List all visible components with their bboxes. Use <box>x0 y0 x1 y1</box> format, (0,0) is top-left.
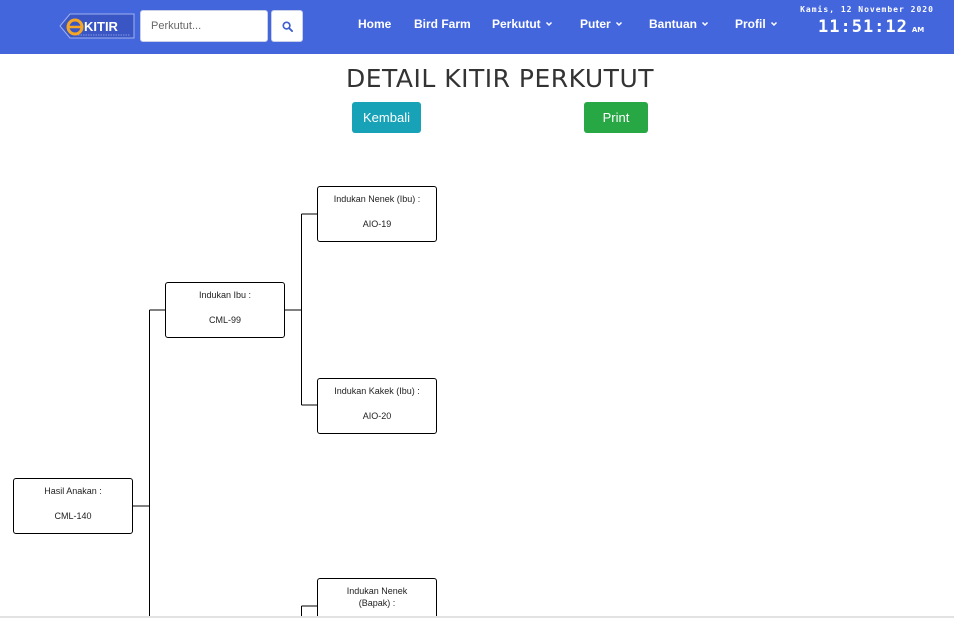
node-maternal-grandfather-label: Indukan Kakek (Ibu) : <box>334 386 420 396</box>
node-maternal-grandfather: Indukan Kakek (Ibu) : AIO-20 <box>317 378 437 434</box>
node-maternal-grandfather-value: AIO-20 <box>362 411 392 421</box>
back-button[interactable]: Kembali <box>352 102 421 133</box>
nav-puter-label: Puter <box>580 17 611 31</box>
logo-text: KITIR <box>84 19 119 34</box>
node-child-label: Hasil Anakan : <box>44 486 102 496</box>
node-maternal-grandmother-label: Indukan Nenek (Ibu) : <box>333 194 421 204</box>
nav-bantuan[interactable]: Bantuan <box>649 16 709 32</box>
search-button[interactable] <box>271 10 303 42</box>
search-icon <box>281 20 293 32</box>
node-paternal-grandmother-label: Indukan Nenek (Bapak) : <box>346 586 408 608</box>
search-input[interactable] <box>140 10 268 42</box>
clock: 11:51:12 AM <box>818 17 924 37</box>
node-child: Hasil Anakan : CML-140 <box>13 478 133 534</box>
nav-profil[interactable]: Profil <box>735 16 778 32</box>
logo[interactable]: KITIR <box>56 10 136 42</box>
nav-home[interactable]: Home <box>358 16 391 32</box>
node-maternal-grandmother: Indukan Nenek (Ibu) : AIO-19 <box>317 186 437 242</box>
node-mother-value: CML-99 <box>208 315 241 325</box>
nav-perkutut[interactable]: Perkutut <box>492 16 553 32</box>
chevron-down-icon <box>770 21 777 27</box>
nav-perkutut-label: Perkutut <box>492 17 541 31</box>
node-mother-label: Indukan Ibu : <box>198 290 252 300</box>
print-button[interactable]: Print <box>584 102 648 133</box>
nav-profil-label: Profil <box>735 17 766 31</box>
date-text: Kamis, 12 November 2020 <box>800 5 934 14</box>
nav-bantuan-label: Bantuan <box>649 17 697 31</box>
node-child-value: CML-140 <box>54 511 92 521</box>
node-maternal-grandmother-value: AIO-19 <box>362 219 392 229</box>
node-mother: Indukan Ibu : CML-99 <box>165 282 285 338</box>
nav-puter[interactable]: Puter <box>580 16 623 32</box>
nav-bird-farm[interactable]: Bird Farm <box>414 16 471 32</box>
navbar: KITIR Home Bird Farm Perkutut Puter Bant… <box>0 0 954 54</box>
node-paternal-grandmother: Indukan Nenek (Bapak) : <box>317 578 437 618</box>
chevron-down-icon <box>701 21 709 27</box>
chevron-down-icon <box>615 21 622 27</box>
chevron-down-icon <box>545 21 552 27</box>
nav-bird-farm-label: Bird Farm <box>414 17 471 31</box>
scroll-edge <box>0 616 954 618</box>
time-text: 11:51:12 <box>818 17 908 37</box>
ampm-text: AM <box>911 26 925 34</box>
page-title: DETAIL KITIR PERKUTUT <box>345 64 655 93</box>
nav-home-label: Home <box>358 17 392 31</box>
datetime-display: Kamis, 12 November 2020 11:51:12 AM <box>792 5 942 37</box>
